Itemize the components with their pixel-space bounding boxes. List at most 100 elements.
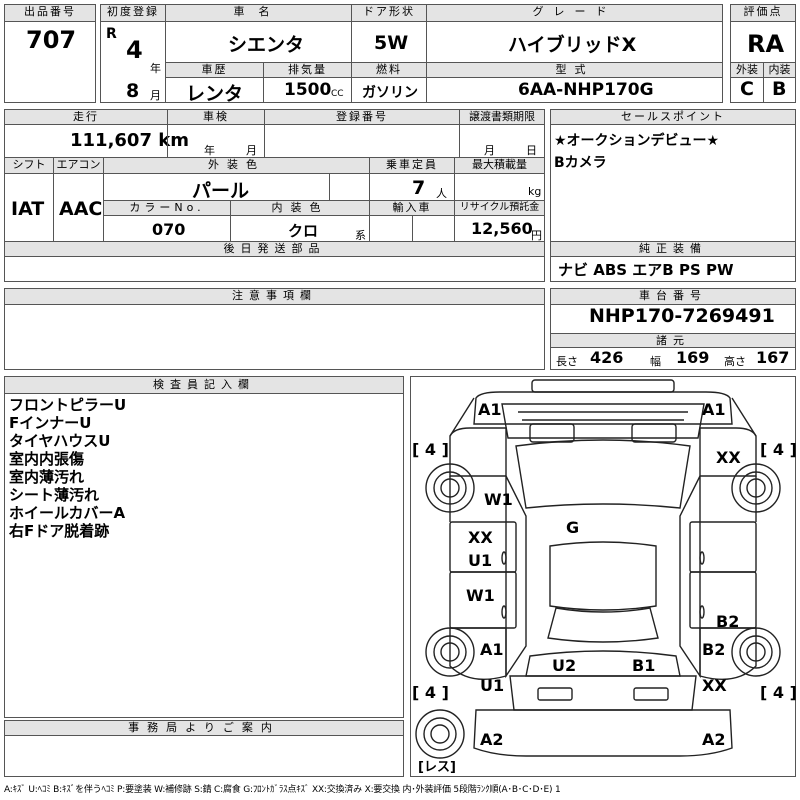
- max-load-unit: kg: [528, 185, 542, 198]
- mark-u1-door-l: U1: [468, 551, 493, 570]
- exterior-grade-value: C: [740, 78, 754, 100]
- fuel-label: 燃料: [351, 62, 427, 78]
- inspection-month-unit: 月: [246, 144, 257, 157]
- grade-value: ハイブリッドX: [508, 34, 637, 56]
- int-color-unit: 系: [355, 229, 366, 242]
- mark-w1-rear-door-l: W1: [466, 586, 495, 605]
- equipment-value: ナビ ABS エアB PS PW: [558, 261, 734, 279]
- sales-point-line-2: Bカメラ: [554, 155, 607, 171]
- displacement-value: 1500: [284, 80, 332, 100]
- dims-box: [550, 347, 796, 370]
- grade-label: グレード: [426, 4, 723, 22]
- mark-a2-rear-l: A2: [480, 730, 504, 749]
- capacity-unit: 人: [436, 187, 447, 200]
- later-parts-label: 後日発送部品: [4, 241, 545, 257]
- first-reg-era: R: [106, 26, 117, 42]
- score-label: 評価点: [730, 4, 796, 22]
- interior-grade-value: B: [772, 78, 787, 100]
- inspection-label: 車検: [167, 109, 265, 125]
- lot-number: 707: [26, 26, 77, 54]
- mark-xx-rear-r: XX: [702, 676, 727, 695]
- transfer-doc-label: 譲渡書類期限: [459, 109, 545, 125]
- inspector-line-4: 室内内張傷: [9, 450, 85, 468]
- office-box: [4, 735, 404, 777]
- notes-label: 注意事項欄: [4, 288, 545, 305]
- ext-color-label: 外装色: [103, 157, 370, 174]
- reg-number-label: 登録番号: [264, 109, 460, 125]
- sales-point-label: セールスポイント: [550, 109, 796, 125]
- model-box: [426, 77, 723, 103]
- mark-a2-rear-r: A2: [702, 730, 726, 749]
- recycle-unit: 円: [531, 229, 542, 242]
- office-label: 事務局よりご案内: [4, 720, 404, 736]
- aircon-value: AAC: [59, 198, 103, 220]
- mark-tire-fl: [ 4 ]: [412, 440, 449, 459]
- door-label: ドア形状: [351, 4, 427, 22]
- later-parts-box: [4, 256, 545, 282]
- exterior-grade-label: 外装: [730, 62, 764, 78]
- mark-a1-quarter-l: A1: [480, 640, 504, 659]
- inspection-year-unit: 年: [204, 144, 215, 157]
- fuel-value: ガソリン: [362, 85, 418, 101]
- lot-label: 出品番号: [4, 4, 96, 22]
- ext-color-value: パール: [192, 180, 250, 202]
- inspector-label: 検査員記入欄: [4, 376, 404, 394]
- inspector-line-3: タイヤハウスU: [9, 432, 111, 450]
- chassis-value: NHP170-7269491: [589, 305, 775, 327]
- interior-grade-label: 内装: [763, 62, 796, 78]
- transfer-doc-day-unit: 日: [526, 144, 537, 157]
- lot-box: [4, 21, 96, 103]
- first-reg-year: 4: [126, 36, 143, 64]
- mileage-label: 走行: [4, 109, 168, 125]
- score-value: RA: [747, 30, 785, 58]
- inspector-line-5: 室内薄汚れ: [9, 468, 85, 486]
- history-label: 車歴: [165, 62, 264, 78]
- dims-height-label: 高さ: [724, 355, 746, 368]
- mark-tire-rl: [ 4 ]: [412, 683, 449, 702]
- max-load-label: 最大積載量: [454, 157, 545, 174]
- capacity-label: 乗車定員: [369, 157, 455, 174]
- mark-g-glass: G: [566, 518, 580, 537]
- int-color-label: 内装色: [230, 200, 370, 216]
- model-value: 6AA-NHP170G: [518, 80, 654, 100]
- inspector-line-6: シート薄汚れ: [9, 486, 100, 504]
- displacement-unit: CC: [331, 89, 344, 99]
- mark-w1-front-l: W1: [484, 490, 513, 509]
- car-name-label: 車名: [165, 4, 352, 22]
- model-label: 型式: [426, 62, 723, 78]
- transfer-doc-month-unit: 月: [484, 144, 495, 157]
- history-value: レンタ: [186, 83, 244, 105]
- sales-point-line-1: ★オークションデビュー★: [554, 133, 720, 149]
- chassis-label: 車台番号: [550, 288, 796, 305]
- dims-width: 169: [676, 348, 710, 367]
- mark-xx-door-l: XX: [468, 528, 493, 547]
- recycle-label: リサイクル預託金: [454, 200, 545, 216]
- inspector-line-2: FインナーU: [9, 414, 92, 432]
- aircon-label: エアコン: [53, 157, 104, 174]
- mark-b2-quarter-r: B2: [702, 640, 726, 659]
- equipment-box: [550, 256, 796, 282]
- first-reg-month: 8: [126, 80, 140, 102]
- inspector-line-7: ホイールカバーA: [9, 504, 126, 522]
- mark-tire-rr: [ 4 ]: [760, 683, 797, 702]
- inspector-line-1: フロントピラーU: [9, 396, 127, 414]
- interior-grade-box: [763, 77, 796, 103]
- dims-width-label: 幅: [650, 355, 661, 368]
- color-no-label: カラーNo.: [103, 200, 231, 216]
- mark-tire-fr: [ 4 ]: [760, 440, 797, 459]
- mark-xx-fender-r: XX: [716, 448, 741, 467]
- dims-length-label: 長さ: [556, 355, 578, 368]
- diagram-box: [410, 376, 796, 777]
- equipment-label: 純正装備: [550, 241, 796, 257]
- mark-b1-roof: B1: [632, 656, 656, 675]
- inspector-box: [4, 393, 404, 718]
- int-color-value: クロ: [288, 222, 319, 240]
- import-label: 輸入車: [369, 200, 455, 216]
- inspector-line-8: 右Fドア脱着跡: [9, 522, 110, 540]
- first-reg-label: 初度登録: [100, 4, 166, 22]
- recycle-value: 12,560: [471, 219, 533, 238]
- capacity-value: 7: [412, 177, 426, 199]
- import-divider: [412, 215, 455, 242]
- mark-spare: [レス]: [418, 760, 456, 775]
- displacement-label: 排気量: [263, 62, 352, 78]
